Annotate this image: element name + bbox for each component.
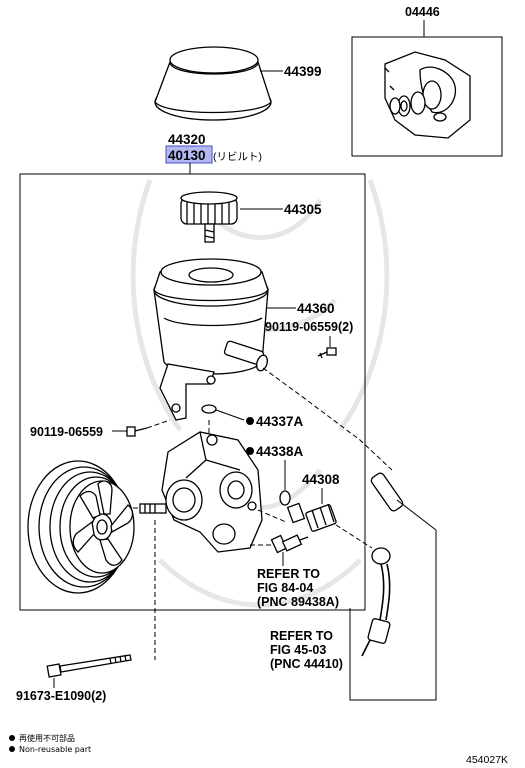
bracket-bolt-icon [126, 426, 148, 437]
flow-valve-icon [286, 502, 337, 532]
hose-outline [349, 530, 437, 701]
refer1-line1[interactable]: REFER TO [257, 567, 320, 581]
long-bolt-icon [46, 654, 132, 678]
refer1-line2[interactable]: FIG 84-04 [257, 581, 313, 595]
label-44399[interactable]: 44399 [284, 64, 322, 79]
refer2-line2[interactable]: FIG 45-03 [270, 643, 326, 657]
label-40130-note: (リビルト) [213, 151, 262, 163]
bolt-icon [317, 347, 337, 359]
nonreusable-marker-44338A [246, 447, 254, 455]
label-44360[interactable]: 44360 [297, 301, 335, 316]
figure-id: 454027K [466, 754, 508, 766]
refer1-line3[interactable]: (PNC 89438A) [257, 595, 339, 609]
reservoir-tank-icon [153, 258, 269, 421]
label-90119-06559[interactable]: 90119-06559 [30, 425, 103, 439]
label-44305[interactable]: 44305 [284, 202, 322, 217]
hose-outline-top [396, 499, 437, 531]
pulley-icon [27, 460, 135, 594]
leader-44337A [215, 409, 245, 421]
label-04446[interactable]: 04446 [405, 5, 440, 19]
legend-bullet-jp [9, 735, 15, 741]
label-44338A[interactable]: 44338A [256, 444, 304, 459]
legend-en: Non-reusable part [19, 745, 91, 754]
label-44337A[interactable]: 44337A [256, 414, 304, 429]
pressure-switch-icon [270, 534, 309, 554]
label-91673-E1090-2[interactable]: 91673-E1090(2) [16, 689, 106, 703]
leader-outlet-hose [262, 367, 393, 471]
kit-04446-box [351, 36, 503, 157]
refer2-line1[interactable]: REFER TO [270, 629, 333, 643]
label-44320[interactable]: 44320 [168, 132, 206, 147]
seal-kit-icon [384, 51, 471, 139]
label-90119-06559-2[interactable]: 90119-06559(2) [265, 320, 353, 334]
hose-icon [361, 472, 404, 657]
o-ring-small-icon [279, 490, 291, 506]
refer2-line3[interactable]: (PNC 44410) [270, 657, 343, 671]
label-44308[interactable]: 44308 [302, 472, 340, 487]
nonreusable-marker-44337A [246, 417, 254, 425]
legend-jp: 再使用不可部品 [19, 733, 75, 743]
leader-bolt-bracket [146, 419, 171, 429]
leader-pump-valve [257, 509, 287, 523]
reservoir-cover-icon [154, 46, 272, 121]
highlight-40130 [165, 145, 213, 164]
pump-body-icon [139, 431, 263, 553]
o-ring-icon [201, 404, 217, 414]
reservoir-cap-icon [180, 191, 238, 243]
legend-bullet-en [9, 746, 15, 752]
assembly-box [19, 173, 366, 611]
leader-valve-hose [335, 524, 373, 549]
label-40130[interactable]: 40130 [168, 148, 206, 163]
